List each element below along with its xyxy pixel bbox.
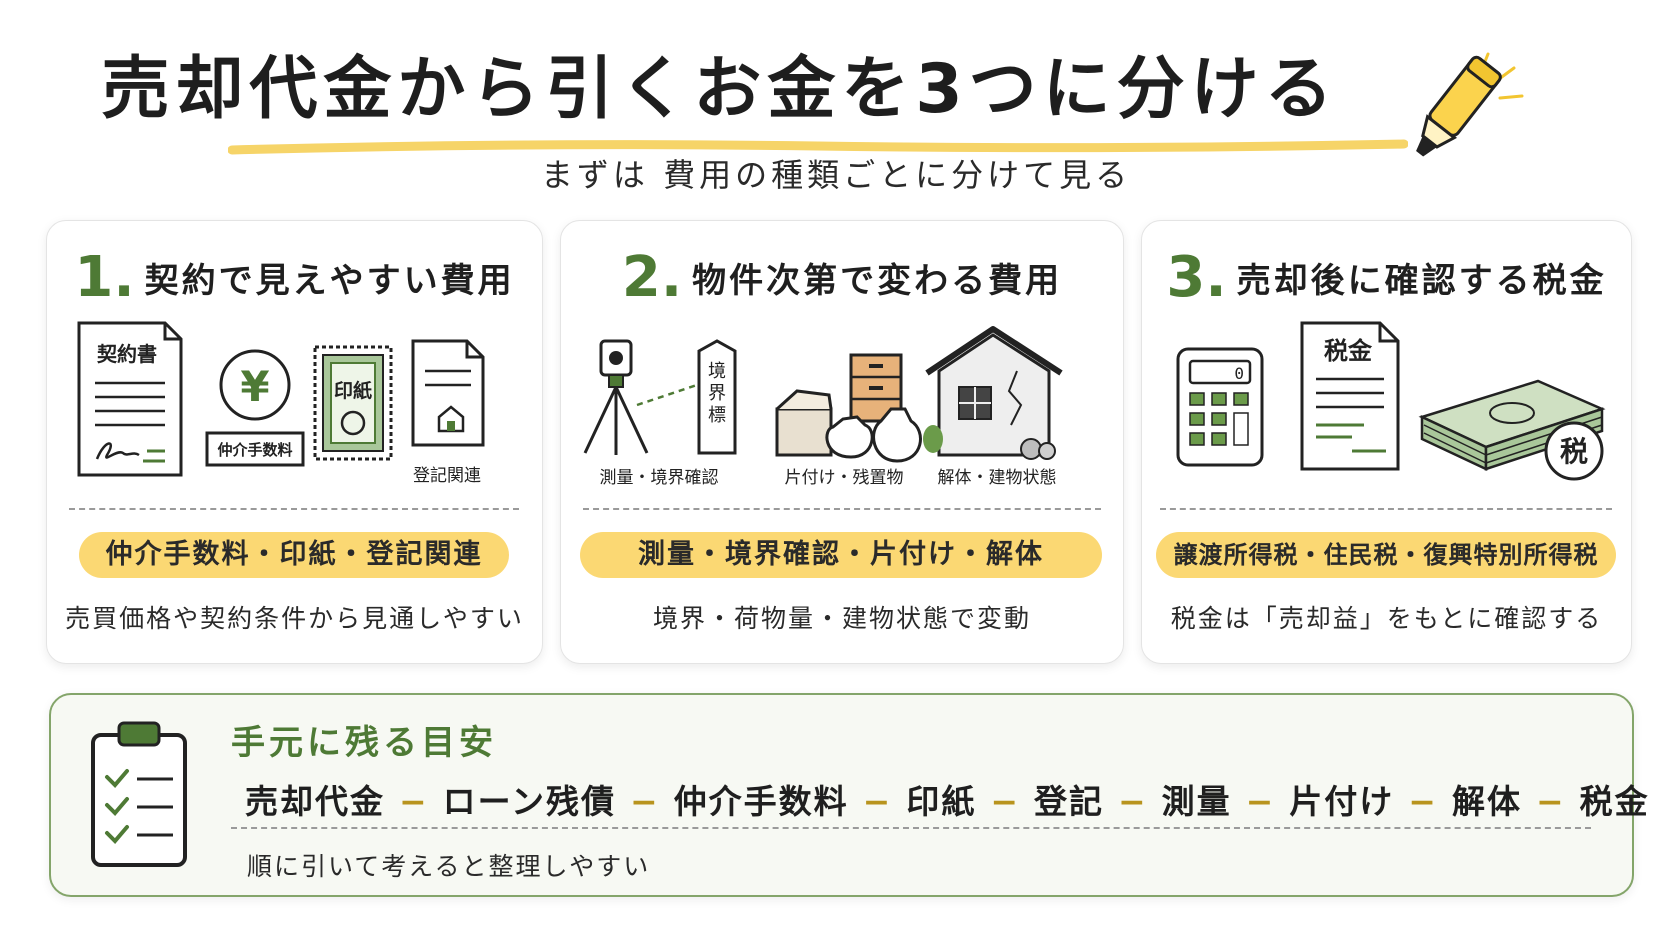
formula-term: 仲介手数料 (673, 782, 849, 821)
formula-term: 印紙 (906, 782, 977, 821)
formula-term: 解体 (1451, 782, 1522, 821)
card-contract-costs: 1.契約で見えやすい費用 契約書 ¥ 仲介手数料 印紙 (46, 220, 543, 664)
highlighter-pen-icon (1416, 52, 1524, 157)
card-illustrations: 0 税金 (1176, 321, 1606, 481)
card-divider (1160, 508, 1612, 510)
card-title: 売却後に確認する税金 (1236, 261, 1607, 301)
formula-term: 片付け (1289, 782, 1395, 821)
card-description: 境界・荷物量・建物状態で変動 (652, 604, 1031, 633)
calculator-icon: 0 (1176, 347, 1264, 467)
page-title: 売却代金から引くお金を3つに分ける (101, 50, 1339, 129)
minus-operator: − (990, 782, 1020, 821)
formula-term: 売却代金 (245, 782, 385, 821)
net-proceeds-summary: 手元に残る目安 売却代金−ローン残債−仲介手数料−印紙−登記−測量−片付け−解体… (49, 693, 1648, 897)
revenue-stamp-icon: 印紙 (313, 345, 393, 461)
house-label: 解体・建物状態 (938, 468, 1057, 488)
registration-document-icon: 登記関連 (411, 339, 485, 486)
boundary-marker-char: 標 (708, 405, 726, 426)
registration-document-label: 登記関連 (413, 466, 481, 486)
card-tax-costs: 3.売却後に確認する税金 0 税金 (1141, 220, 1632, 664)
card-divider (583, 508, 1101, 510)
summary-note: 順に引いて考えると整理しやすい (247, 852, 651, 881)
card-cost-pill: 測量・境界確認・片付け・解体 (580, 532, 1102, 578)
calculator-display: 0 (1234, 364, 1244, 383)
card-cost-pill: 譲渡所得税・住民税・復興特別所得税 (1156, 532, 1616, 578)
deduction-formula: 売却代金−ローン残債−仲介手数料−印紙−登記−測量−片付け−解体−税金 (245, 775, 1650, 823)
tax-document-icon: 税金 (1300, 321, 1400, 471)
header: 売却代金から引くお金を3つに分ける (0, 40, 1672, 157)
card-title: 物件次第で変わる費用 (692, 261, 1063, 301)
boxes-and-bags-icon: 片付け・残置物 (775, 353, 922, 488)
old-house-icon: 解体・建物状態 (923, 326, 1063, 488)
money-stack-icon: 税 (1418, 379, 1606, 481)
card-header: 2.物件次第で変わる費用 (561, 245, 1123, 310)
card-illustrations: 境 界 標 測量・境界確認 片付け・残置物 (583, 326, 1063, 488)
checklist-clipboard-icon (91, 721, 187, 867)
card-property-costs: 2.物件次第で変わる費用 境 界 標 測量・境界確認 (560, 220, 1124, 664)
formula-term: 税金 (1579, 782, 1650, 821)
minus-operator: − (862, 782, 893, 821)
boxes-label: 片付け・残置物 (785, 468, 904, 488)
card-description: 税金は「売却益」をもとに確認する (1170, 604, 1603, 633)
minus-operator: − (399, 782, 429, 821)
summary-title: 手元に残る目安 (231, 723, 497, 763)
surveying-tripod-icon: 境 界 標 測量・境界確認 (583, 339, 737, 488)
card-cost-pill: 仲介手数料・印紙・登記関連 (79, 532, 509, 578)
minus-operator: − (630, 782, 660, 821)
formula-term: 登記 (1033, 782, 1104, 821)
minus-operator: − (1535, 782, 1566, 821)
card-header: 3.売却後に確認する税金 (1142, 245, 1631, 310)
title-underline-stroke (228, 139, 1408, 155)
boundary-marker-char: 界 (708, 383, 726, 404)
formula-term: 測量 (1161, 782, 1232, 821)
formula-term: ローン残債 (442, 782, 617, 821)
card-description: 売買価格や契約条件から見通しやすい (65, 604, 524, 633)
yen-coin-label: 仲介手数料 (217, 441, 292, 459)
card-number: 2. (621, 245, 683, 310)
svg-text:¥: ¥ (240, 362, 269, 411)
revenue-stamp-label: 印紙 (334, 379, 372, 402)
boundary-marker-char: 境 (708, 361, 726, 382)
money-stack-label: 税 (1560, 435, 1588, 468)
card-title: 契約で見えやすい費用 (144, 261, 515, 301)
tax-document-label: 税金 (1324, 337, 1373, 365)
yen-coin-icon: ¥ 仲介手数料 (205, 349, 305, 467)
minus-operator: − (1245, 782, 1276, 821)
minus-operator: − (1408, 782, 1438, 821)
card-header: 1.契約で見えやすい費用 (47, 245, 542, 310)
page-subtitle: まずは 費用の種類ごとに分けて見る (540, 156, 1132, 194)
minus-operator: − (1117, 782, 1148, 821)
surveying-label: 測量・境界確認 (600, 468, 719, 488)
summary-divider (231, 827, 1591, 829)
contract-document-icon: 契約書 (77, 321, 183, 477)
card-illustrations: 契約書 ¥ 仲介手数料 印紙 (77, 321, 485, 486)
card-number: 3. (1166, 245, 1227, 310)
card-divider (69, 508, 519, 510)
card-number: 1. (74, 245, 135, 310)
contract-document-label: 契約書 (96, 342, 157, 366)
